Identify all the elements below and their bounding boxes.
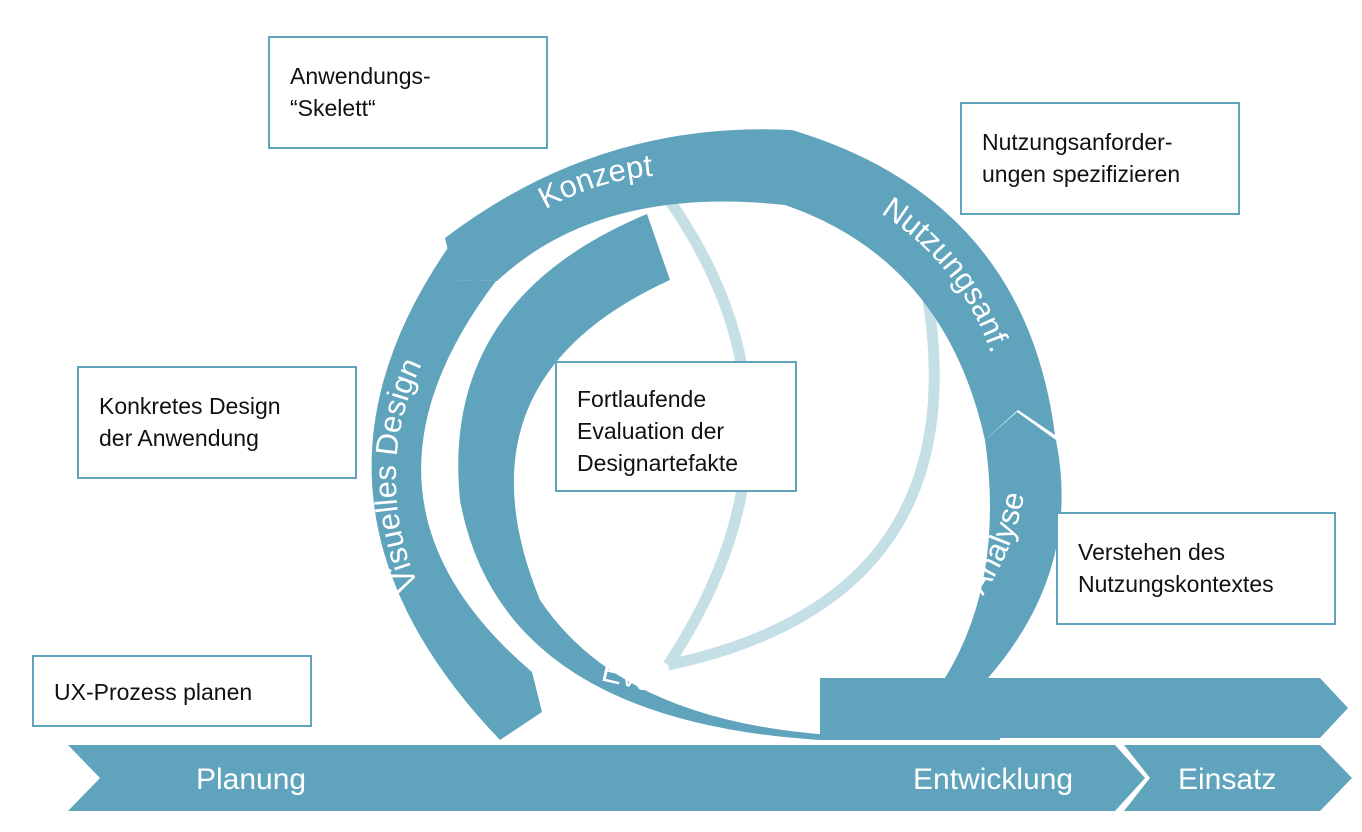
visual-design-segment xyxy=(371,242,542,740)
deployment-arrow xyxy=(1124,745,1352,811)
development-arrow xyxy=(820,678,1348,738)
box-context: Verstehen des Nutzungskontextes xyxy=(1056,512,1336,625)
box-requirements: Nutzungsanforder- ungen spezifizieren xyxy=(960,102,1240,215)
label-planning: Planung xyxy=(196,763,306,796)
label-deployment: Einsatz xyxy=(1178,763,1276,796)
label-development: Entwicklung xyxy=(913,763,1073,796)
concept-segment xyxy=(445,129,792,281)
analysis-segment xyxy=(840,412,1062,738)
requirements-segment xyxy=(762,130,1055,440)
box-plan: UX-Prozess planen xyxy=(32,655,312,727)
box-evaluation: Fortlaufende Evaluation der Designartefa… xyxy=(555,361,797,492)
box-design: Konkretes Design der Anwendung xyxy=(77,366,357,479)
box-skeleton: Anwendungs- “Skelett“ xyxy=(268,36,548,149)
evaluation-lens-right xyxy=(666,299,940,671)
planning-arrow xyxy=(68,745,1145,811)
